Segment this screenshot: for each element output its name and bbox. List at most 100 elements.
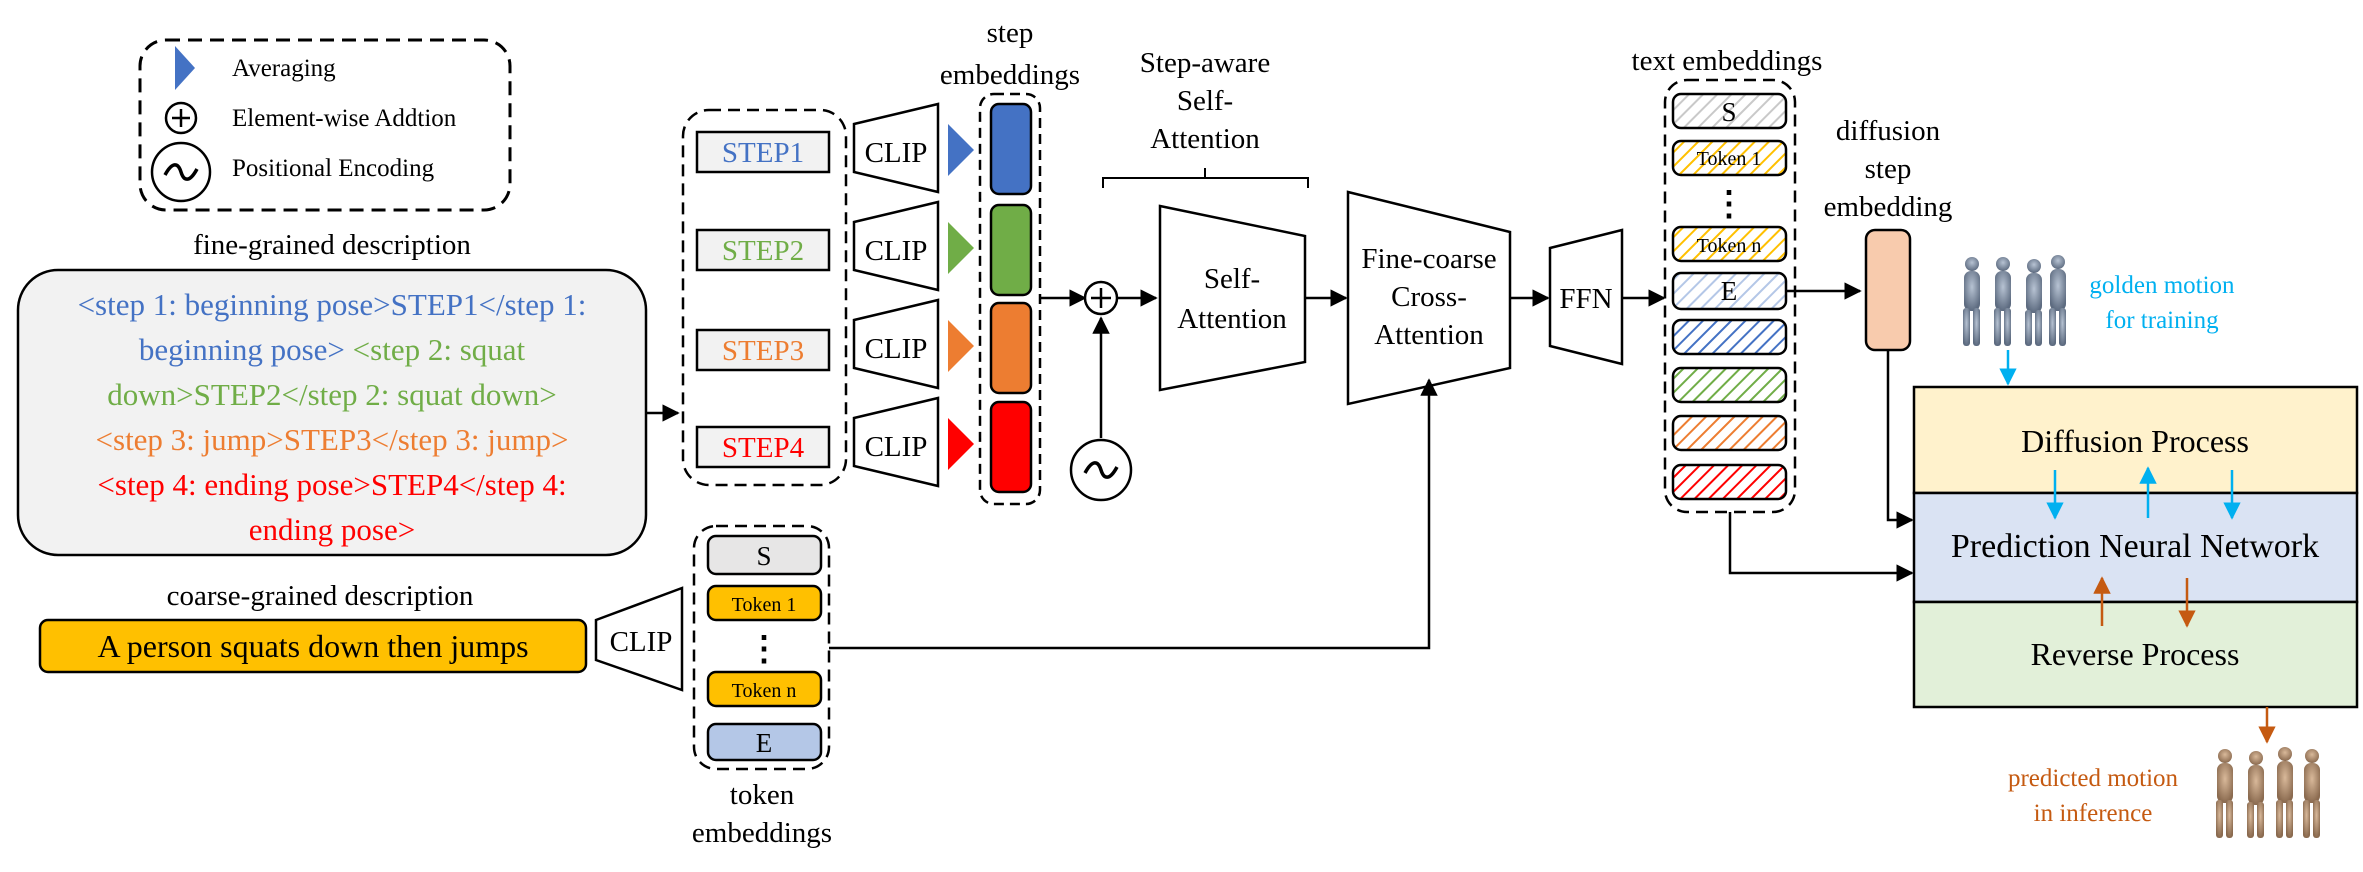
- reverse-process-label: Reverse Process: [2031, 636, 2240, 672]
- coarse-grained-title: coarse-grained description: [167, 580, 474, 612]
- step-embedding-2: [989, 203, 1033, 297]
- fine-grained-title: fine-grained description: [193, 229, 471, 261]
- self-attention-label-1: Self-: [1204, 263, 1260, 295]
- token-1-box: [706, 584, 823, 622]
- token-embeddings-title-2: embeddings: [692, 817, 832, 849]
- diffusion-step-embedding: [1864, 228, 1912, 352]
- text-embeddings-title: text embeddings: [1632, 45, 1823, 77]
- predicted-motion-image: [2205, 744, 2331, 842]
- steps-group-frame: [681, 108, 848, 487]
- fine-line-5: <step 4: ending pose>STEP4</step 4:: [97, 467, 566, 502]
- fine-line-4: <step 3: jump>STEP3</step 3: jump>: [96, 422, 569, 457]
- text-emb-token1-label: Token 1: [1697, 148, 1762, 170]
- clip-encoder-1: [852, 102, 940, 194]
- legend-averaging-label: Averaging: [232, 55, 336, 82]
- fine-grained-text: <step 1: beginning pose>STEP1</step 1: b…: [78, 287, 587, 547]
- self-attention-block: [1158, 204, 1307, 392]
- step-row-1: STEP1 CLIP: [695, 102, 974, 194]
- clip-label-4: CLIP: [865, 431, 928, 463]
- step4-label: STEP4: [722, 432, 805, 464]
- text-emb-tokenn: [1671, 225, 1788, 263]
- step2-box: [695, 228, 831, 272]
- legend-positional-label: Positional Encoding: [232, 155, 435, 182]
- text-emb-step1: [1671, 318, 1788, 356]
- token-embeddings-frame: [692, 524, 831, 771]
- text-emb-s-label: S: [1721, 97, 1736, 127]
- diffusion-process-box: [1912, 385, 2359, 495]
- averaging-icon: [175, 46, 195, 90]
- golden-motion-image: [1950, 252, 2076, 350]
- text-emb-s: [1671, 92, 1788, 130]
- diffusion-step-title-2: step: [1865, 153, 1912, 185]
- coarse-clip-encoder: CLIP: [594, 586, 684, 692]
- step1-label: STEP1: [722, 137, 804, 169]
- positional-encoding-icon: [150, 141, 212, 203]
- step-embeddings-title-1: step: [987, 17, 1034, 49]
- cross-attention-label-1: Fine-coarse: [1361, 243, 1496, 275]
- token-e-label: E: [756, 728, 773, 758]
- element-wise-addition-node: [1083, 280, 1119, 316]
- step-aware-brace: [1102, 168, 1309, 188]
- averaging-icon-4: [948, 418, 974, 470]
- fine-line-3: down>STEP2</step 2: squat down>: [107, 377, 556, 412]
- token-n-box: [706, 670, 823, 708]
- text-emb-to-prediction-arrow: [1728, 512, 1914, 582]
- element-wise-addition-icon: [164, 101, 198, 135]
- step-embedding-1: [989, 102, 1033, 196]
- token-embeddings-title-1: token: [730, 779, 795, 811]
- averaging-icon-1: [948, 124, 974, 176]
- text-emb-e-label: E: [1721, 276, 1738, 306]
- fine-line-6: ending pose>: [249, 512, 415, 547]
- text-emb-step2: [1671, 366, 1788, 404]
- step-embedding-4: [989, 400, 1033, 494]
- fine-line-2: beginning pose> <step 2: squat: [139, 332, 526, 367]
- step3-box: [695, 328, 831, 372]
- golden-motion-label-2: for training: [2105, 307, 2219, 334]
- step-row-4: STEP4 CLIP: [695, 396, 974, 488]
- coarse-clip-label: CLIP: [610, 626, 673, 658]
- text-emb-tokenn-label: Token n: [1697, 235, 1762, 257]
- step-aware-title-3: Attention: [1150, 123, 1260, 155]
- clip-encoder-4: [852, 396, 940, 488]
- text-emb-step3: [1671, 414, 1788, 452]
- averaging-icon-3: [948, 320, 974, 372]
- cross-attention-label-2: Cross-: [1391, 281, 1467, 313]
- step-embeddings-title-2: embeddings: [940, 59, 1080, 91]
- token-1-label: Token 1: [732, 594, 797, 616]
- clip-label-2: CLIP: [865, 235, 928, 267]
- coarse-grained-text: A person squats down then jumps: [97, 628, 528, 664]
- token-s-box: [706, 534, 823, 576]
- diffusion-step-title-3: embedding: [1824, 191, 1953, 223]
- predicted-motion-label-1: predicted motion: [2008, 765, 2179, 792]
- step-row-2: STEP2 CLIP: [695, 200, 974, 292]
- step1-box: [695, 130, 831, 174]
- token-e-box: [706, 722, 823, 762]
- clip-encoder-2: [852, 200, 940, 292]
- step-emb-to-prediction-arrow: [1886, 350, 1914, 529]
- clip-encoder-3: [852, 298, 940, 390]
- averaging-icon-2: [948, 222, 974, 274]
- fine-line-2b: <step 2: squat: [353, 332, 526, 367]
- reverse-process-box: [1912, 600, 2359, 709]
- text-emb-token1: [1671, 139, 1788, 177]
- text-emb-dots: ⋮: [1712, 186, 1746, 223]
- legend: Averaging Element-wise Addtion Positiona…: [138, 38, 512, 212]
- text-embeddings-frame: [1663, 78, 1797, 514]
- clip-label-1: CLIP: [865, 137, 928, 169]
- text-emb-step4: [1671, 463, 1788, 501]
- clip-label-3: CLIP: [865, 333, 928, 365]
- positional-encoding-node: [1069, 438, 1133, 502]
- step-aware-title-2: Self-: [1177, 85, 1233, 117]
- prediction-network-label: Prediction Neural Network: [1951, 528, 2319, 565]
- self-attention-label-2: Attention: [1177, 303, 1287, 335]
- ffn-block: [1548, 228, 1624, 366]
- coarse-grained-box: [38, 618, 588, 674]
- step-embedding-3: [989, 301, 1033, 395]
- fine-line-2a: beginning pose>: [139, 332, 353, 367]
- ffn-label: FFN: [1559, 283, 1612, 315]
- legend-frame: [138, 38, 512, 212]
- step-aware-title-1: Step-aware: [1140, 47, 1270, 79]
- prediction-network-box: [1912, 491, 2359, 604]
- step4-box: [695, 425, 831, 469]
